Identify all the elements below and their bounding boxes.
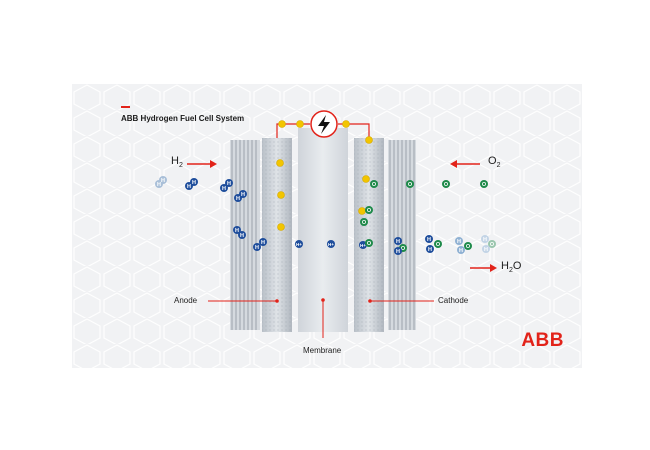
svg-text:H+: H+ — [360, 243, 366, 248]
arrow-left-icon — [450, 160, 480, 168]
svg-text:H: H — [235, 228, 239, 234]
label-pointers — [208, 298, 434, 338]
svg-text:O: O — [436, 242, 441, 248]
svg-text:H: H — [240, 233, 244, 239]
oxygen-input-label: O2 — [488, 155, 501, 170]
title-accent — [121, 106, 130, 108]
svg-text:O: O — [401, 246, 406, 252]
svg-text:O: O — [482, 182, 487, 188]
cathode-label: Cathode — [438, 296, 469, 305]
svg-text:O: O — [367, 208, 372, 214]
svg-text:O: O — [367, 241, 372, 247]
svg-text:H: H — [161, 178, 165, 184]
svg-text:H: H — [459, 248, 463, 254]
membrane-label: Membrane — [303, 346, 342, 355]
water-output-label: H2O — [501, 260, 522, 275]
diagram-title: ABB Hydrogen Fuel Cell System — [121, 114, 245, 123]
arrow-right-icon — [187, 160, 217, 168]
svg-text:O: O — [372, 182, 377, 188]
svg-text:O: O — [490, 242, 495, 248]
svg-text:O: O — [444, 182, 449, 188]
svg-text:H: H — [222, 186, 226, 192]
protons: H+ H+ H+ — [295, 240, 367, 249]
svg-text:H: H — [396, 239, 400, 245]
svg-text:H: H — [227, 181, 231, 187]
fuel-cell-diagram: HH HH HH HH HH HH H+H+H+ OOO — [72, 84, 582, 368]
svg-text:H: H — [241, 192, 245, 198]
svg-text:H: H — [187, 184, 191, 190]
svg-text:H+: H+ — [296, 242, 302, 247]
cathode-fins — [388, 140, 416, 330]
svg-text:O: O — [408, 182, 413, 188]
svg-text:H: H — [457, 239, 461, 245]
external-circuit — [276, 110, 373, 144]
electrons — [276, 159, 370, 231]
svg-text:H: H — [261, 240, 265, 246]
svg-text:H: H — [428, 247, 432, 253]
svg-text:H: H — [427, 237, 431, 243]
svg-text:H: H — [396, 249, 400, 255]
svg-text:H: H — [157, 182, 161, 188]
anode-label: Anode — [174, 296, 198, 305]
hydrogen-molecules: HH HH HH HH HH HH — [155, 176, 267, 251]
svg-text:H: H — [255, 245, 259, 251]
svg-text:O: O — [362, 220, 367, 226]
arrow-right-icon — [470, 264, 497, 272]
svg-text:O: O — [466, 244, 471, 250]
membrane — [298, 128, 348, 332]
abb-logo: ABB — [521, 330, 564, 351]
svg-text:H: H — [484, 247, 488, 253]
svg-text:H: H — [192, 180, 196, 186]
svg-text:H: H — [236, 196, 240, 202]
svg-text:H+: H+ — [328, 242, 334, 247]
water-hydrogens: HH HH HH HH — [394, 235, 490, 255]
svg-text:H: H — [483, 237, 487, 243]
hydrogen-input-label: H2 — [171, 155, 183, 170]
